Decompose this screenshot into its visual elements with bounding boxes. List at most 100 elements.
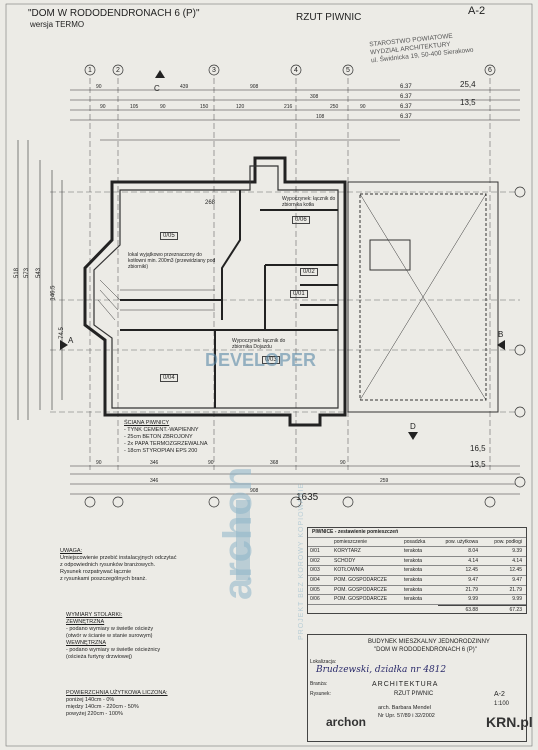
total-length: 1635 bbox=[296, 492, 319, 503]
dim-bottom: 90 bbox=[340, 460, 346, 466]
dim-bottom: 90 bbox=[96, 460, 102, 466]
table-cell: POM. GOSPODARCZE bbox=[334, 596, 388, 603]
dim-top: 908 bbox=[250, 84, 259, 90]
notes-line: powyżej 220cm - 100% bbox=[66, 711, 123, 717]
tb-scale: 1:100 bbox=[494, 701, 510, 707]
tb-drawing: RZUT PIWNIC bbox=[394, 691, 434, 697]
tb-author: arch. Barbara Mendel bbox=[378, 705, 431, 711]
table-cell: 4.14 bbox=[512, 557, 522, 564]
table-cell: 9.99 bbox=[512, 596, 522, 603]
dim-bottom: 368 bbox=[270, 460, 279, 466]
table-cell: terakota bbox=[404, 548, 423, 555]
notes-area: POWIERZCHNIA UŻYTKOWA LICZONA: poniżej 1… bbox=[66, 690, 168, 718]
axis-label-6: 6 bbox=[488, 67, 492, 74]
notes-line: z rysunkami poszczególnych branż. bbox=[60, 576, 147, 582]
table-cell: 0/02 bbox=[310, 557, 320, 564]
level-bottom: 16,5 bbox=[470, 444, 486, 453]
table-cell: 9.47 bbox=[512, 576, 522, 583]
dim-bottom: 259 bbox=[380, 478, 389, 484]
dim-top: 120 bbox=[236, 104, 245, 110]
dim-left: 146.5 bbox=[50, 285, 57, 301]
table-total-row: 63.88 67.23 bbox=[308, 603, 526, 614]
notes-title: UWAGA: bbox=[60, 548, 83, 554]
legend-line: - 18cm STYROPIAN EPS 200 bbox=[124, 448, 198, 454]
table-cell: 8.04 bbox=[468, 548, 478, 555]
tb-license: Nr Upr. 57/89 i 32/2002 bbox=[378, 713, 435, 719]
dim-top: 90 bbox=[360, 104, 366, 110]
notes-title: WYMIARY STOLARKI: bbox=[66, 612, 123, 618]
table-cell: terakota bbox=[404, 576, 423, 583]
project-version: wersja TERMO bbox=[30, 20, 85, 29]
dim-top: 90 bbox=[96, 84, 102, 90]
tb-sheet: A-2 bbox=[494, 691, 505, 698]
title-block: BUDYNEK MIESZKALNY JEDNORODZINNY "DOM W … bbox=[307, 634, 527, 742]
room-text: lokal wyjątkowo przeznaczony do kotłowni… bbox=[128, 252, 216, 270]
notes-line: - podano wymiary w świetle ościeży bbox=[66, 626, 154, 632]
tb-name: "DOM W RODODENDRONACH 6 (P)" bbox=[374, 647, 477, 653]
table-header bbox=[308, 538, 334, 547]
table-header-row: pomieszczenie posadzka pow. użytkowa pow… bbox=[308, 536, 526, 547]
level-mark: 6.37 bbox=[400, 94, 412, 100]
room-text: Wypoczynek: łącznik do zbiornika Dojazdu bbox=[232, 338, 286, 350]
notes-line: (otwór w ścianie w stanie surowym) bbox=[66, 633, 153, 639]
axis-label-3: 3 bbox=[212, 67, 216, 74]
room-id: 0/02 bbox=[300, 268, 318, 276]
table-row: 0/02 SCHODY terakota 4.14 4.14 bbox=[308, 555, 526, 566]
notes-line: z odpowiednich rysunków branżowych. bbox=[60, 562, 156, 568]
vertical-watermark: PROJEKT BEZ KOROWY KOPIOWANIE bbox=[298, 482, 305, 640]
notes-line: - podano wymiary w świetle ościeżnicy bbox=[66, 647, 161, 653]
dim-left: 543 bbox=[36, 267, 43, 279]
table-title: PIWNICE - zestawienie pomieszczeń bbox=[312, 529, 399, 535]
dim-top: 250 bbox=[330, 104, 339, 110]
tb-location-label: Lokalizacja: bbox=[310, 659, 337, 665]
level-mark: 6.37 bbox=[400, 104, 412, 110]
notes-line: Umiejscowienie przebić instalacyjnych od… bbox=[60, 555, 177, 561]
notes-line: WEWNĘTRZNA bbox=[66, 640, 107, 646]
section-label-a: A bbox=[68, 336, 74, 345]
tb-location-hand: Brudzewski, działka nr 4812 bbox=[316, 665, 447, 675]
table-row: 0/05 POM. GOSPODARCZE terakota 21.79 21.… bbox=[308, 584, 526, 595]
table-cell: 0/04 bbox=[310, 576, 320, 583]
table-title-row: PIWNICE - zestawienie pomieszczeń bbox=[308, 528, 526, 537]
table-header: pow. użytkowa bbox=[445, 538, 478, 545]
table-cell: 21.79 bbox=[509, 586, 522, 593]
axis-label-2: 2 bbox=[116, 67, 120, 74]
sheet-number: A-2 bbox=[468, 5, 486, 17]
room-id: 0/04 bbox=[160, 374, 178, 382]
dim-top: 90 bbox=[100, 104, 106, 110]
level-mark: 6.37 bbox=[400, 114, 412, 120]
dim-top: 90 bbox=[160, 104, 166, 110]
room-id: 0/01 bbox=[290, 290, 308, 298]
table-row: 0/06 POM. GOSPODARCZE terakota 9.99 9.99 bbox=[308, 594, 526, 604]
table-cell: KOTŁOWNIA bbox=[334, 567, 365, 574]
notes-uwaga: UWAGA: Umiejscowienie przebić instalacyj… bbox=[60, 548, 176, 583]
table-total: 67.23 bbox=[482, 604, 526, 614]
table-row: 0/04 POM. GOSPODARCZE terakota 9.47 9.47 bbox=[308, 574, 526, 585]
legend-line: - TYNK CEMENT.-WAPIENNY bbox=[124, 427, 199, 433]
table-cell: 0/05 bbox=[310, 586, 320, 593]
table-cell: terakota bbox=[404, 557, 423, 564]
table-header: pow. podłogi bbox=[494, 538, 522, 545]
brand-watermark: archon bbox=[216, 466, 260, 600]
table-header: pomieszczenie bbox=[334, 538, 368, 545]
tb-branch: ARCHITEKTURA bbox=[372, 681, 439, 688]
dim-top: 439 bbox=[180, 84, 189, 90]
table-cell: terakota bbox=[404, 596, 423, 603]
notes-line: poniżej 140cm - 0% bbox=[66, 697, 115, 703]
dim-top: 108 bbox=[316, 114, 325, 120]
room-id: 0/03 bbox=[262, 356, 280, 364]
section-label-c: C bbox=[154, 84, 160, 93]
room-text: Wypoczynek: łącznik do zbiornika kotła bbox=[282, 196, 336, 208]
dim-left: 573 bbox=[24, 267, 31, 279]
site-logo: KRN.pl bbox=[486, 714, 533, 730]
table-cell: 4.14 bbox=[468, 557, 478, 564]
notes-line: ZEWNĘTRZNA bbox=[66, 619, 105, 625]
legend-title: ŚCIANA PIWNICY bbox=[124, 420, 170, 426]
table-header: posadzka bbox=[404, 538, 426, 545]
agency-watermark: DEVELOPER bbox=[205, 350, 317, 370]
wall-legend: ŚCIANA PIWNICY - TYNK CEMENT.-WAPIENNY -… bbox=[124, 420, 208, 455]
dim-left: 518 bbox=[14, 267, 21, 279]
table-cell: 9.39 bbox=[512, 548, 522, 555]
